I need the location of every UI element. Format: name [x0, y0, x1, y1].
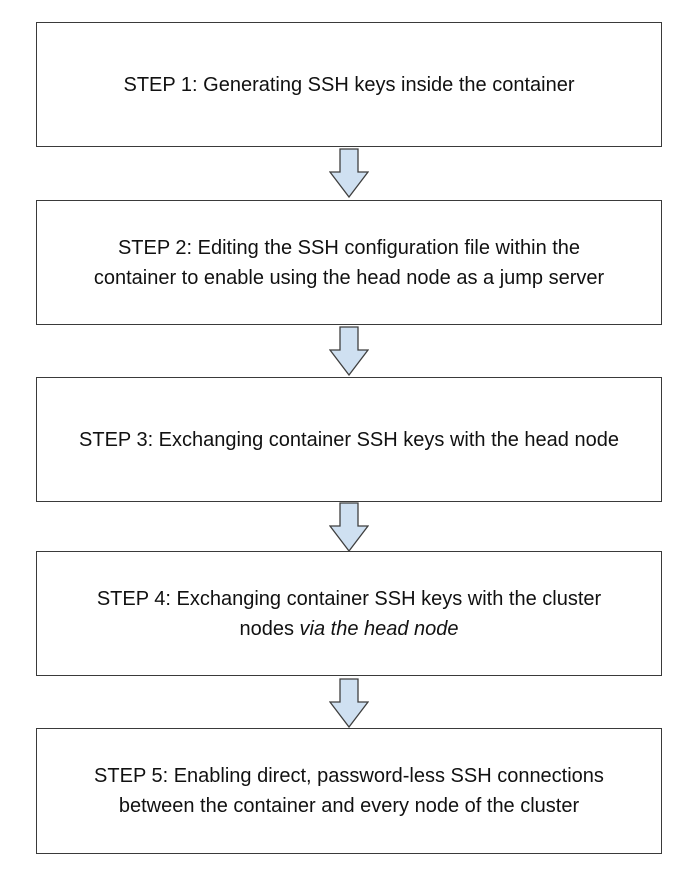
down-arrow-icon — [329, 148, 369, 198]
down-arrow-icon — [329, 502, 369, 552]
step-2-box: STEP 2: Editing the SSH configuration fi… — [36, 200, 662, 325]
step-1-box: STEP 1: Generating SSH keys inside the c… — [36, 22, 662, 147]
step-1-label: STEP 1: Generating SSH keys inside the c… — [124, 70, 575, 100]
step-3-label: STEP 3: Exchanging container SSH keys wi… — [79, 425, 619, 455]
step-4-box: STEP 4: Exchanging container SSH keys wi… — [36, 551, 662, 676]
step-4-label: STEP 4: Exchanging container SSH keys wi… — [75, 584, 623, 644]
step-5-label: STEP 5: Enabling direct, password-less S… — [75, 761, 623, 821]
step-3-text: STEP 3: Exchanging container SSH keys wi… — [79, 428, 619, 451]
step-2-text: STEP 2: Editing the SSH configuration fi… — [93, 236, 605, 289]
step-1-text: STEP 1: Generating SSH keys inside the c… — [123, 73, 575, 96]
step-2-label: STEP 2: Editing the SSH configuration fi… — [75, 233, 623, 293]
step-4-italic-text: via the head node — [299, 617, 459, 640]
down-arrow-icon — [329, 678, 369, 728]
step-5-text: STEP 5: Enabling direct, password-less S… — [94, 765, 604, 817]
down-arrow-icon — [329, 326, 369, 376]
step-3-box: STEP 3: Exchanging container SSH keys wi… — [36, 377, 662, 502]
step-5-box: STEP 5: Enabling direct, password-less S… — [36, 728, 662, 854]
step-4-text: STEP 4: Exchanging container SSH keys wi… — [96, 587, 602, 640]
